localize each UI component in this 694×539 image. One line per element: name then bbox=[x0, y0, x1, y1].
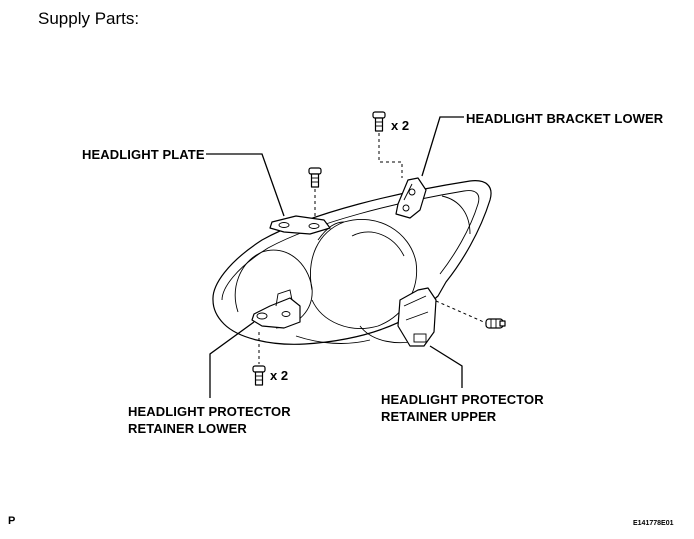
label-protector-lower-line2: RETAINER LOWER bbox=[128, 421, 247, 436]
figure-code: E141778E01 bbox=[633, 520, 674, 527]
bolt-icon bbox=[252, 365, 266, 386]
quantity-top-bolts: x 2 bbox=[391, 118, 410, 133]
corner-letter: P bbox=[8, 515, 16, 527]
page-title: Supply Parts: bbox=[38, 9, 140, 28]
protector-upper-part bbox=[397, 287, 437, 347]
protector-lower-part bbox=[251, 289, 301, 329]
bolt-icon bbox=[372, 111, 386, 132]
bolt-icon bbox=[308, 167, 322, 188]
label-headlight-plate: HEADLIGHT PLATE bbox=[82, 147, 205, 162]
bolt-icon bbox=[485, 318, 506, 329]
label-protector-upper-line2: RETAINER UPPER bbox=[381, 409, 497, 424]
label-headlight-bracket-lower: HEADLIGHT BRACKET LOWER bbox=[466, 111, 664, 126]
quantity-bottom-bolts: x 2 bbox=[270, 368, 289, 383]
label-protector-lower-line1: HEADLIGHT PROTECTOR bbox=[128, 404, 291, 419]
bracket-lower-part bbox=[395, 177, 427, 219]
headlight-plate-part bbox=[269, 215, 331, 235]
label-protector-upper-line1: HEADLIGHT PROTECTOR bbox=[381, 392, 544, 407]
